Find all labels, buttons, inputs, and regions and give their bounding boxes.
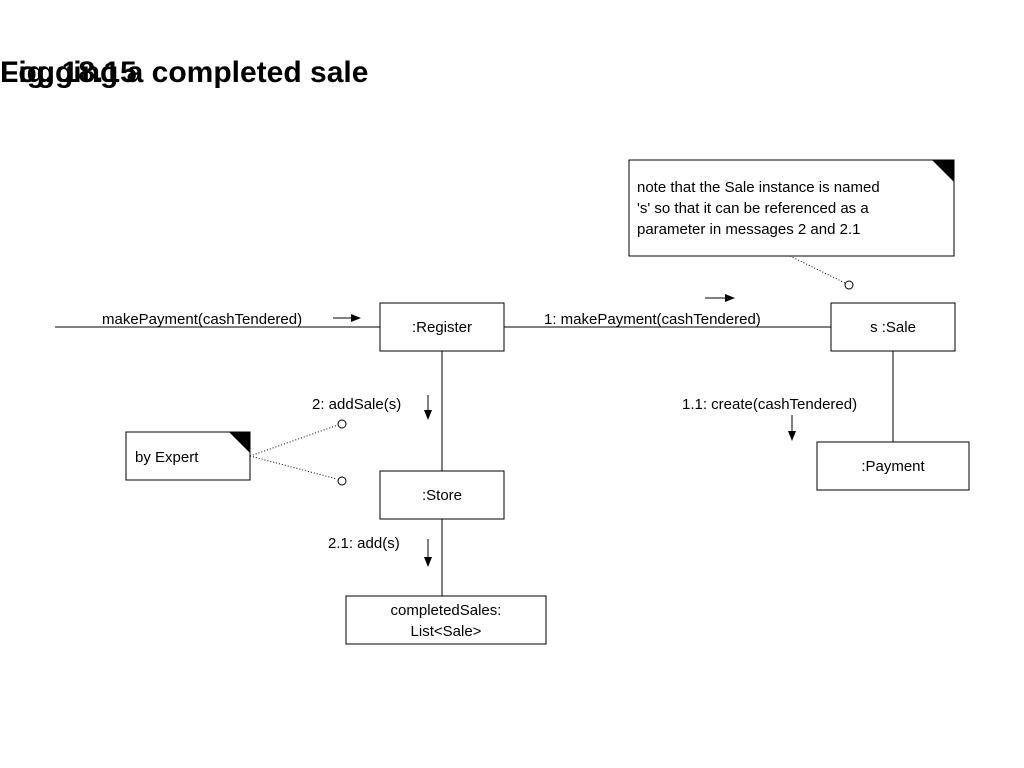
message-2-arrow-icon <box>424 395 432 420</box>
expert-note-anchor-top-icon <box>337 419 347 429</box>
message-2-1-arrow-icon <box>424 539 432 567</box>
figure-number: Fig. 18.15 <box>0 56 137 89</box>
payment-object: :Payment <box>816 441 970 491</box>
payment-label: :Payment <box>861 458 925 475</box>
note-fold-icon <box>229 432 250 453</box>
expert-note-connector-top <box>249 424 339 457</box>
incoming-message-arrow-icon <box>333 314 361 322</box>
sale-label: s :Sale <box>870 319 916 336</box>
expert-note: by Expert <box>125 431 251 481</box>
message-2-1-label: 2.1: add(s) <box>328 535 400 552</box>
store-object: :Store <box>379 470 505 520</box>
completed-sales-label-line1: completedSales: <box>391 602 502 619</box>
register-object: :Register <box>379 302 505 352</box>
message-1-1-arrow-icon <box>788 415 796 441</box>
note-fold-icon <box>932 160 954 182</box>
expert-note-anchor-bottom-icon <box>337 476 347 486</box>
store-label: :Store <box>422 487 462 504</box>
expert-note-label: by Expert <box>135 449 199 466</box>
sale-note-anchor-icon <box>844 280 854 290</box>
message-1-1-label: 1.1: create(cashTendered) <box>682 396 857 413</box>
message-1-label: 1: makePayment(cashTendered) <box>544 311 761 328</box>
sale-note-connector <box>789 255 846 284</box>
incoming-message-label: makePayment(cashTendered) <box>102 311 302 328</box>
message-2-label: 2: addSale(s) <box>312 396 401 413</box>
sale-note-line-1: note that the Sale instance is named <box>637 179 880 196</box>
sale-note-line-2: 's' so that it can be referenced as a <box>637 200 869 217</box>
completed-sales-object: completedSales: List<Sale> <box>345 595 547 645</box>
completed-sales-label-line2: List<Sale> <box>411 623 482 640</box>
figure-title: Logging a completed sale <box>0 56 369 89</box>
message-1-arrow-icon <box>705 294 735 302</box>
expert-note-connector-bottom <box>249 455 338 480</box>
sale-object: s :Sale <box>830 302 956 352</box>
sale-note-line-3: parameter in messages 2 and 2.1 <box>637 221 860 238</box>
sale-naming-note: note that the Sale instance is named 's'… <box>628 159 955 257</box>
register-label: :Register <box>412 319 472 336</box>
